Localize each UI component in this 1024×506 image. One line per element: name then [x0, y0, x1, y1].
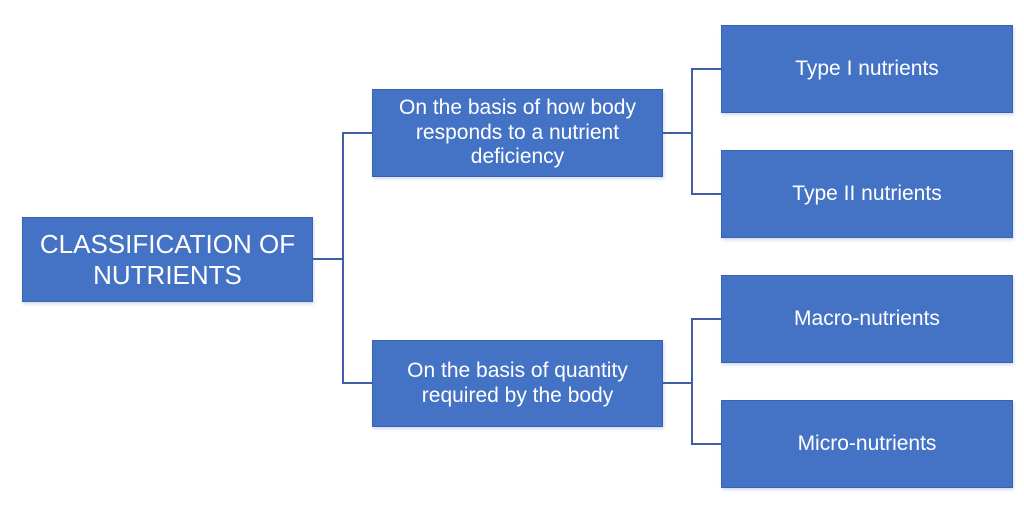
leaf-node-label: Micro-nutrients — [797, 431, 937, 455]
branch-node-quantity-basis: On the basis of quantity required by the… — [372, 340, 663, 427]
connector-upper-branch-out — [663, 132, 691, 134]
connector-left-vertical — [342, 132, 344, 384]
connector-lower-vertical — [691, 318, 693, 445]
branch-node-label: On the basis of how body responds to a n… — [399, 95, 636, 169]
leaf-node-type-i-nutrients: Type I nutrients — [721, 25, 1013, 113]
root-node-label: CLASSIFICATION OF NUTRIENTS — [39, 228, 296, 290]
connector-to-type-i — [691, 68, 721, 70]
leaf-node-label: Type II nutrients — [792, 181, 942, 205]
connector-root-horizontal — [313, 258, 342, 260]
branch-node-label: On the basis of quantity required by the… — [407, 358, 628, 407]
connector-to-macro-nutrients — [691, 318, 721, 320]
root-node-classification: CLASSIFICATION OF NUTRIENTS — [22, 217, 313, 302]
connector-lower-branch-out — [663, 382, 691, 384]
leaf-node-macro-nutrients: Macro-nutrients — [721, 275, 1013, 363]
branch-node-response-basis: On the basis of how body responds to a n… — [372, 89, 663, 177]
connector-to-upper-branch — [342, 132, 372, 134]
leaf-node-label: Type I nutrients — [795, 56, 939, 80]
leaf-node-label: Macro-nutrients — [794, 306, 940, 330]
connector-to-lower-branch — [342, 382, 372, 384]
leaf-node-micro-nutrients: Micro-nutrients — [721, 400, 1013, 488]
connector-upper-vertical — [691, 68, 693, 195]
connector-to-micro-nutrients — [691, 443, 721, 445]
connector-to-type-ii — [691, 193, 721, 195]
leaf-node-type-ii-nutrients: Type II nutrients — [721, 150, 1013, 238]
